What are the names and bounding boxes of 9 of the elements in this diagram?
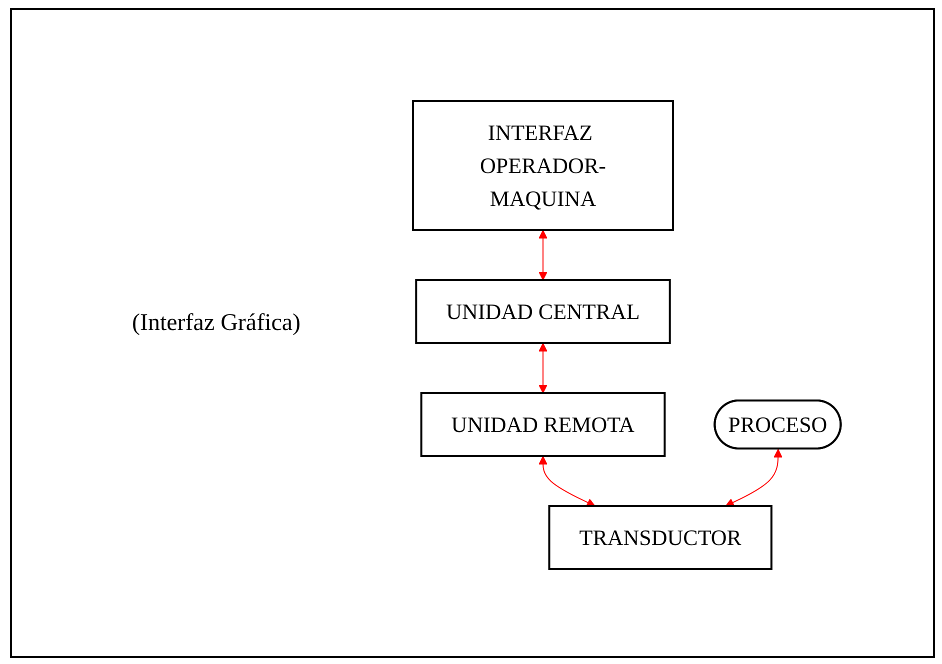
arrow (538, 230, 548, 280)
arrow (726, 449, 783, 507)
node-box: UNIDAD REMOTA (420, 392, 666, 457)
arrow (538, 343, 548, 394)
node-box: TRANSDUCTOR (548, 505, 773, 570)
arrow (538, 456, 596, 507)
node-box: INTERFAZ OPERADOR-MAQUINA (412, 100, 674, 231)
note-text: (Interfaz Gráfica) (132, 310, 301, 337)
node-box: UNIDAD CENTRAL (415, 279, 671, 344)
